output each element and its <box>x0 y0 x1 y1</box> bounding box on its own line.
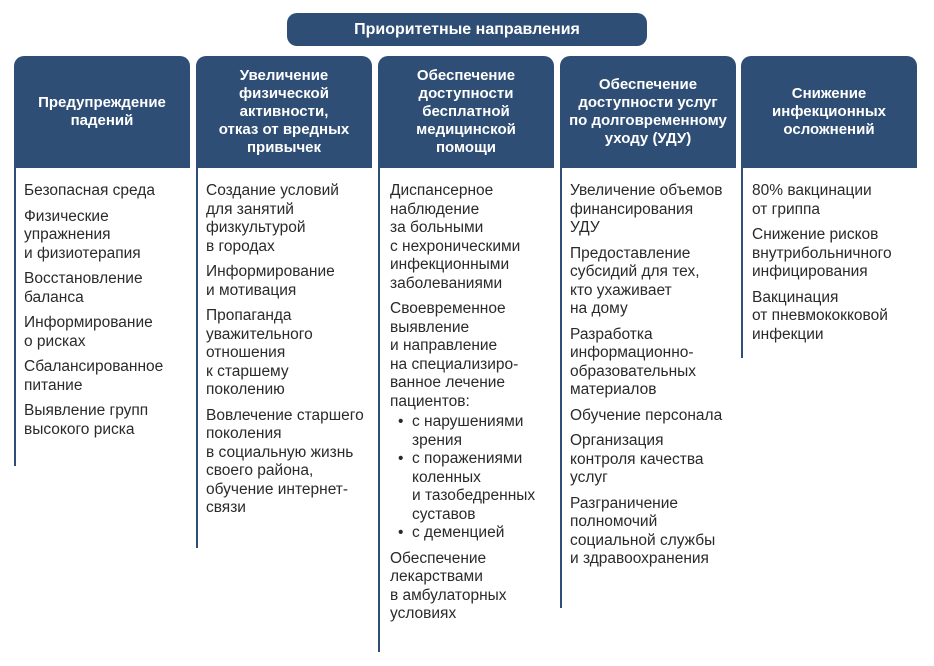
column-divider <box>14 168 16 466</box>
list-item: Безопасная среда <box>24 182 155 199</box>
column-divider <box>741 168 743 358</box>
column-divider <box>560 168 562 608</box>
bullet-icon: • <box>398 524 404 541</box>
column-divider <box>378 168 380 652</box>
bullet-icon: • <box>398 450 404 467</box>
bullet-icon: • <box>398 413 404 430</box>
column-divider <box>196 168 198 548</box>
list-item: Обучение персонала <box>570 406 723 424</box>
sub-list-item: • с деменцией <box>390 524 556 543</box>
diagram-title: Приоритетные направления <box>287 13 647 46</box>
sub-list-item-label: с деменцией <box>412 524 505 541</box>
